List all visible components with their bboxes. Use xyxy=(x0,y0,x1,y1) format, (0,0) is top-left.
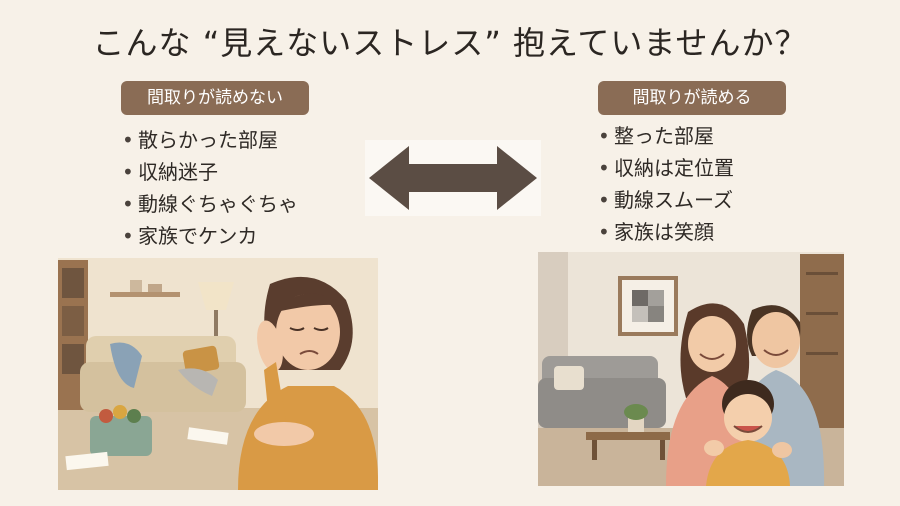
list-item: 収納迷子 xyxy=(122,156,298,188)
list-item: 整った部屋 xyxy=(598,120,734,152)
problem-list: 散らかった部屋 収納迷子 動線ぐちゃぐちゃ 家族でケンカ xyxy=(122,124,298,252)
list-item: 動線ぐちゃぐちゃ xyxy=(122,188,298,220)
badge-can-read-floorplan: 間取りが読める xyxy=(598,81,786,115)
badge-cannot-read-floorplan: 間取りが読めない xyxy=(121,81,309,115)
list-item: 収納は定位置 xyxy=(598,152,734,184)
list-item: 家族でケンカ xyxy=(122,220,298,252)
list-item: 家族は笑顔 xyxy=(598,216,734,248)
benefit-list: 整った部屋 収納は定位置 動線スムーズ 家族は笑顔 xyxy=(598,120,734,248)
double-headed-arrow-icon xyxy=(365,140,541,216)
list-item: 散らかった部屋 xyxy=(122,124,298,156)
stressed-woman-in-messy-room-illustration xyxy=(58,258,378,490)
list-item: 動線スムーズ xyxy=(598,184,734,216)
page-title: こんな “見えないストレス” 抱えていませんか？ xyxy=(92,24,808,62)
smiling-family-in-tidy-room-illustration xyxy=(538,252,844,486)
